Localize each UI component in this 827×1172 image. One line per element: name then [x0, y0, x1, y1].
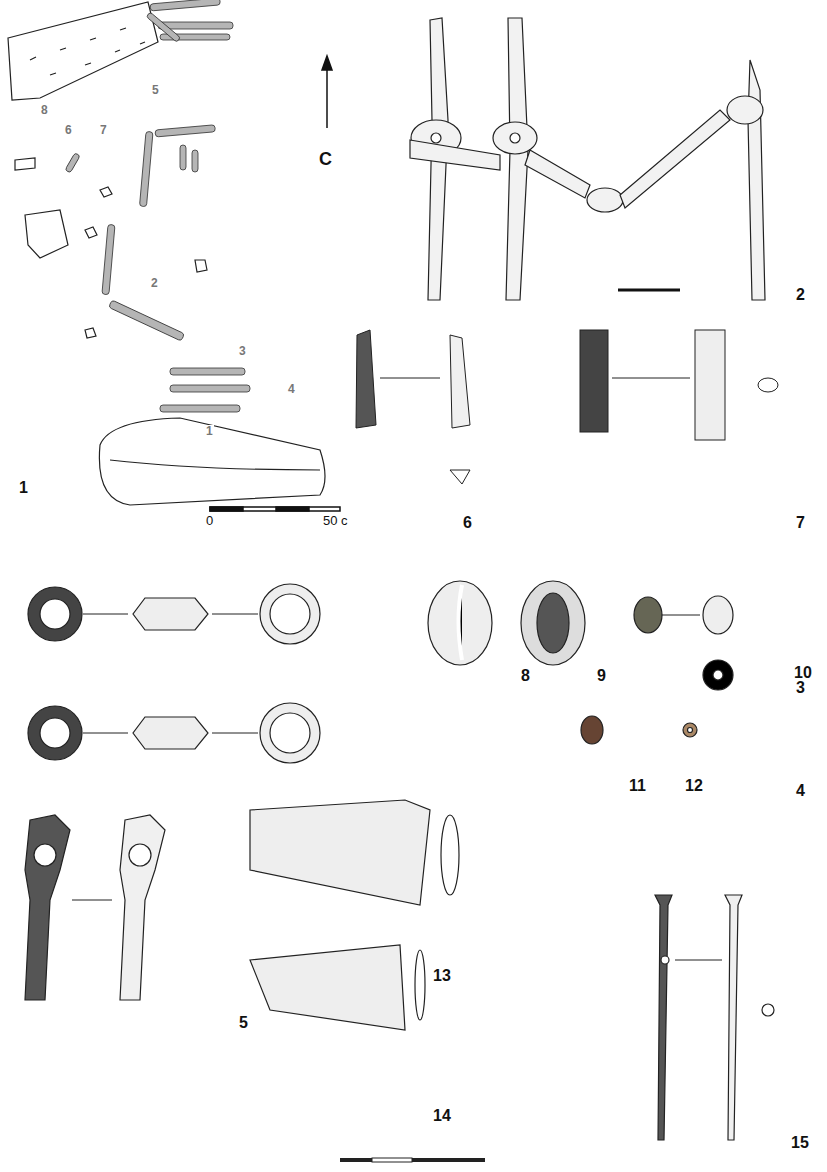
callout-number: С: [318, 150, 333, 168]
callout-number: 3: [795, 680, 806, 696]
callout-number: 0: [205, 514, 214, 527]
callout-number: 5: [238, 1015, 249, 1031]
callout-number: 8: [40, 104, 49, 116]
callout-number: 3: [238, 345, 247, 357]
callout-number: 50 c: [322, 514, 349, 527]
callout-number: 2: [795, 287, 806, 303]
callout-number: 2: [150, 277, 159, 289]
callout-number: 7: [99, 124, 108, 136]
callout-number: 1: [205, 425, 214, 437]
callout-number: 1: [18, 480, 29, 496]
callout-number: 5: [151, 84, 160, 96]
callout-number: 6: [64, 124, 73, 136]
callout-number: 7: [795, 515, 806, 531]
callout-number: 12: [684, 778, 704, 794]
callout-number: 4: [795, 783, 806, 799]
callout-number: 4: [287, 383, 296, 395]
callout-number: 9: [596, 668, 607, 684]
callout-number: 10: [793, 665, 813, 681]
callout-number: 6: [462, 515, 473, 531]
callout-number: 11: [628, 778, 647, 794]
callout-number: 13: [432, 968, 452, 984]
callout-number: 8: [520, 668, 531, 684]
callout-number: 14: [432, 1108, 452, 1124]
callout-number: 15: [790, 1135, 810, 1151]
